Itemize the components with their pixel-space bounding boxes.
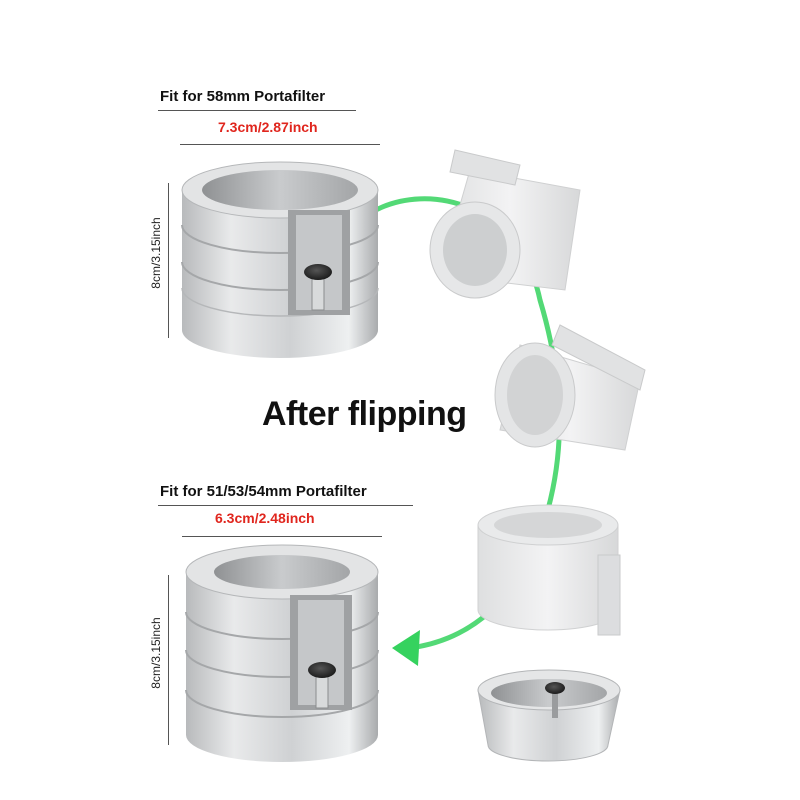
bottom-title-underline [158,505,413,506]
bottom-height-line [168,575,169,745]
top-title-underline [158,110,356,111]
bottom-width-line [182,536,382,537]
large-ring-58mm [181,161,379,358]
bottom-height-measure: 8cm/3.15inch [149,617,163,689]
large-ring-51-53-54mm [185,544,379,762]
ring-insert-step-3 [477,504,621,636]
bottom-width-measure: 6.3cm/2.48inch [215,510,315,526]
ring-insert-step-2 [494,324,646,451]
top-width-measure: 7.3cm/2.87inch [218,119,318,135]
top-fit-title: Fit for 58mm Portafilter [160,88,326,105]
top-height-line [168,183,169,338]
bottom-fit-title: Fit for 51/53/54mm Portafilter [160,483,367,500]
ring-insert-step-1 [429,149,581,299]
after-flipping-headline: After flipping [262,395,467,433]
top-width-line [180,144,380,145]
base-cup [477,669,621,762]
top-height-measure: 8cm/3.15inch [149,217,163,289]
